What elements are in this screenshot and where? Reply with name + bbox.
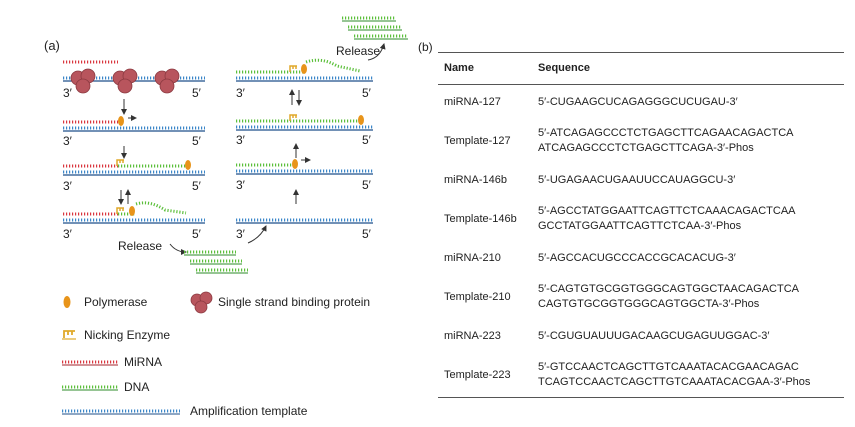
step-r4: 3′ 5′	[236, 58, 373, 100]
legend-dna: DNA	[124, 380, 149, 394]
table-row: miRNA-146b 5′-UGAGAACUGAAUUCCAUAGGCU-3′	[438, 163, 844, 197]
polymerase-icon	[129, 206, 135, 216]
step-r1: 3′ 5′	[236, 218, 373, 241]
end-5-label: 5′	[192, 227, 202, 241]
end-5-label: 5′	[362, 227, 372, 241]
ssb-protein	[154, 68, 180, 94]
row-sequence: 5′-UGAGAACUGAAUUCCAUAGGCU-3′	[538, 173, 736, 186]
row-sequence: 5′-CUGAAGCUCAGAGGGCUCUGAU-3′	[538, 95, 738, 108]
end-5-label: 5′	[192, 179, 202, 193]
ssb-protein	[112, 68, 138, 94]
ssb-protein-icon	[190, 291, 213, 314]
end-5-label: 5′	[192, 134, 202, 148]
row-name: miRNA-146b	[444, 174, 507, 186]
step-r2: 3′ 5′	[236, 157, 373, 192]
released-dna-stack	[342, 16, 408, 40]
end-3-label: 3′	[63, 134, 73, 148]
nicking-enzyme-icon	[116, 159, 124, 166]
release-label: Release	[118, 239, 162, 253]
row-name: miRNA-223	[444, 330, 501, 342]
nicking-enzyme-icon	[289, 114, 297, 121]
row-sequence: 5′-CGUGUAUUUGACAAGCUGAGUUGGAC-3′	[538, 329, 770, 342]
legend-polymerase: Polymerase	[84, 295, 148, 309]
displaced-dna-strand	[135, 201, 187, 215]
header-name: Name	[438, 52, 532, 85]
nicking-enzyme-icon	[289, 65, 297, 72]
polymerase-icon	[185, 160, 191, 170]
step-3: 3′ 5′	[63, 159, 205, 193]
end-5-label: 5′	[362, 86, 372, 100]
end-5-label: 5′	[362, 133, 372, 147]
table-row: Template-223 5′-GTCCAACTCAGCTTGTCAAATACA…	[438, 353, 844, 398]
legend-nicking: Nicking Enzyme	[84, 328, 170, 342]
row-name: miRNA-127	[444, 96, 501, 108]
release-arrow	[169, 243, 187, 255]
release-label: Release	[336, 44, 380, 58]
polymerase-icon	[292, 159, 298, 169]
end-3-label: 3′	[236, 178, 246, 192]
panel-b-label: (b)	[418, 40, 433, 54]
end-3-label: 3′	[63, 179, 73, 193]
header-sequence: Sequence	[532, 52, 844, 85]
legend-mirna: MiRNA	[124, 355, 162, 369]
row-name: Template-127	[444, 135, 511, 147]
table-row: miRNA-127 5′-CUGAAGCUCAGAGGGCUCUGAU-3′	[438, 85, 844, 120]
end-3-label: 3′	[236, 86, 246, 100]
end-5-label: 5′	[192, 86, 202, 100]
legend-ssb: Single strand binding protein	[218, 295, 370, 309]
table-row: Template-127 5′-ATCAGAGCCCTCTGAGCTTCAGAA…	[438, 119, 844, 163]
end-5-label: 5′	[362, 178, 372, 192]
row-name: Template-223	[438, 353, 532, 398]
panel-a-label: (a)	[44, 38, 60, 53]
table-row: Template-146b 5′-AGCCTATGGAATTCAGTTCTCAA…	[438, 197, 844, 241]
ssb-protein	[70, 68, 96, 94]
displaced-dna-strand	[305, 58, 361, 73]
table-header-row: Name Sequence	[438, 52, 844, 85]
table-row: miRNA-210 5′-AGCCACUGCCCACCGCACACUG-3′	[438, 241, 844, 275]
step-1: 3′ 5′	[63, 60, 205, 100]
end-3-label: 3′	[63, 86, 73, 100]
polymerase-icon	[358, 115, 364, 125]
row-name: miRNA-210	[444, 252, 501, 264]
step-4: 3′ 5′	[63, 201, 205, 241]
legend-template: Amplification template	[190, 404, 308, 418]
row-name: Template-146b	[444, 213, 517, 225]
polymerase-icon	[301, 64, 307, 74]
step-r3: 3′ 5′	[236, 114, 373, 147]
end-3-label: 3′	[63, 227, 73, 241]
released-dna-stack	[184, 250, 248, 274]
step-2: 3′ 5′	[63, 115, 205, 148]
release-arrow	[367, 43, 386, 61]
polymerase-icon	[118, 116, 124, 126]
sequence-table: Name Sequence miRNA-127 5′-CUGAAGCUCAGAG…	[438, 52, 844, 398]
end-3-label: 3′	[236, 133, 246, 147]
table-row: miRNA-223 5′-CGUGUAUUUGACAAGCUGAGUUGGAC-…	[438, 319, 844, 353]
nicking-enzyme-icon	[63, 330, 75, 338]
end-3-label: 3′	[236, 227, 246, 241]
amplification-diagram: (a) 3′ 5′ 3′ 5′ 3′ 5′	[44, 16, 408, 418]
table-row: Template-210 5′-CAGTGTGCGGTGGGCAGTGGCTAA…	[438, 275, 844, 319]
row-sequence: 5′-AGCCACUGCCCACCGCACACUG-3′	[538, 251, 736, 264]
legend: Polymerase Single strand binding protein…	[62, 291, 370, 418]
row-name: Template-210	[444, 291, 511, 303]
rebind-arrow	[247, 225, 267, 244]
polymerase-icon	[63, 296, 71, 308]
sequence-table-wrapper: Name Sequence miRNA-127 5′-CUGAAGCUCAGAG…	[438, 52, 844, 398]
nicking-enzyme-icon	[116, 207, 124, 214]
